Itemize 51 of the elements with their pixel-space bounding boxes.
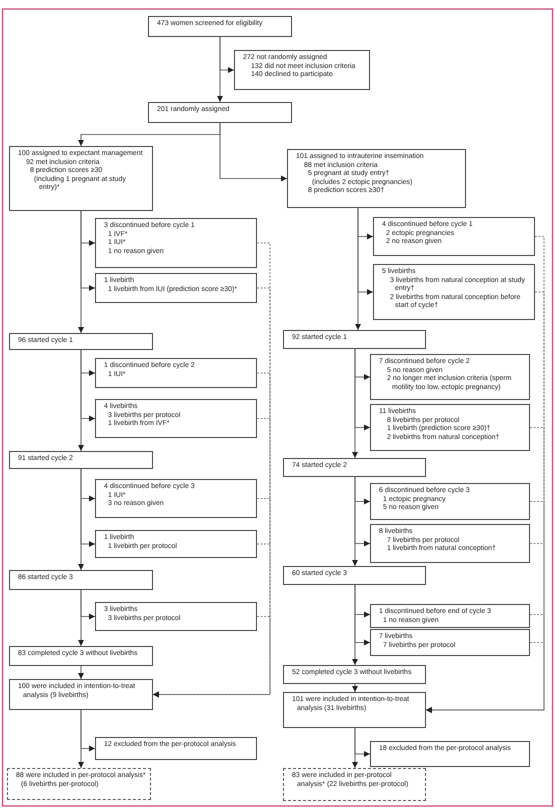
flow-box	[373, 217, 535, 256]
flow-box	[370, 404, 530, 451]
flow-box	[283, 692, 426, 728]
flow-box	[283, 768, 426, 801]
flow-arrow	[352, 728, 358, 768]
flow-arrow	[78, 350, 84, 452]
flow-box	[148, 16, 292, 37]
flow-box	[370, 483, 530, 520]
flow-box	[287, 149, 466, 208]
flow-arrow	[78, 666, 84, 680]
flow-box	[9, 570, 153, 590]
flow-arrow	[217, 36, 223, 102]
flow-box	[95, 358, 257, 388]
flow-box	[9, 646, 153, 666]
flow-arrow	[355, 208, 361, 330]
flow-box	[370, 604, 530, 628]
flow-box	[95, 218, 257, 268]
flow-box	[95, 737, 257, 760]
flow-arrow	[352, 348, 358, 458]
flow-box	[370, 629, 530, 656]
flow-box	[95, 530, 257, 558]
flow-box	[283, 566, 426, 585]
flow-box	[370, 741, 530, 767]
flow-arrow	[220, 122, 288, 182]
flow-box	[9, 333, 153, 350]
flow-arrow	[78, 468, 84, 570]
flow-arrow	[78, 710, 84, 768]
flow-box	[148, 102, 292, 123]
flow-arrow	[78, 590, 84, 646]
flow-box	[234, 50, 370, 90]
flow-box	[95, 399, 257, 438]
flow-box	[370, 354, 530, 400]
flow-arrow	[352, 684, 358, 692]
flow-box	[283, 458, 426, 477]
dashed-arrow	[426, 642, 544, 713]
flow-box	[370, 524, 530, 563]
flow-arrow	[352, 476, 358, 566]
flow-box	[95, 273, 257, 303]
flow-box	[95, 602, 257, 631]
flow-box	[9, 679, 153, 710]
flow-box	[283, 665, 426, 684]
dashed-arrow	[426, 543, 544, 713]
dashed-arrow	[152, 616, 270, 698]
flow-box	[9, 451, 153, 469]
flow-arrow	[352, 584, 358, 666]
flow-box	[283, 330, 426, 349]
flow-box	[9, 146, 153, 211]
flow-box	[7, 768, 151, 800]
flow-box	[373, 264, 535, 320]
flow-box	[95, 479, 257, 518]
flow-arrow	[78, 210, 84, 334]
